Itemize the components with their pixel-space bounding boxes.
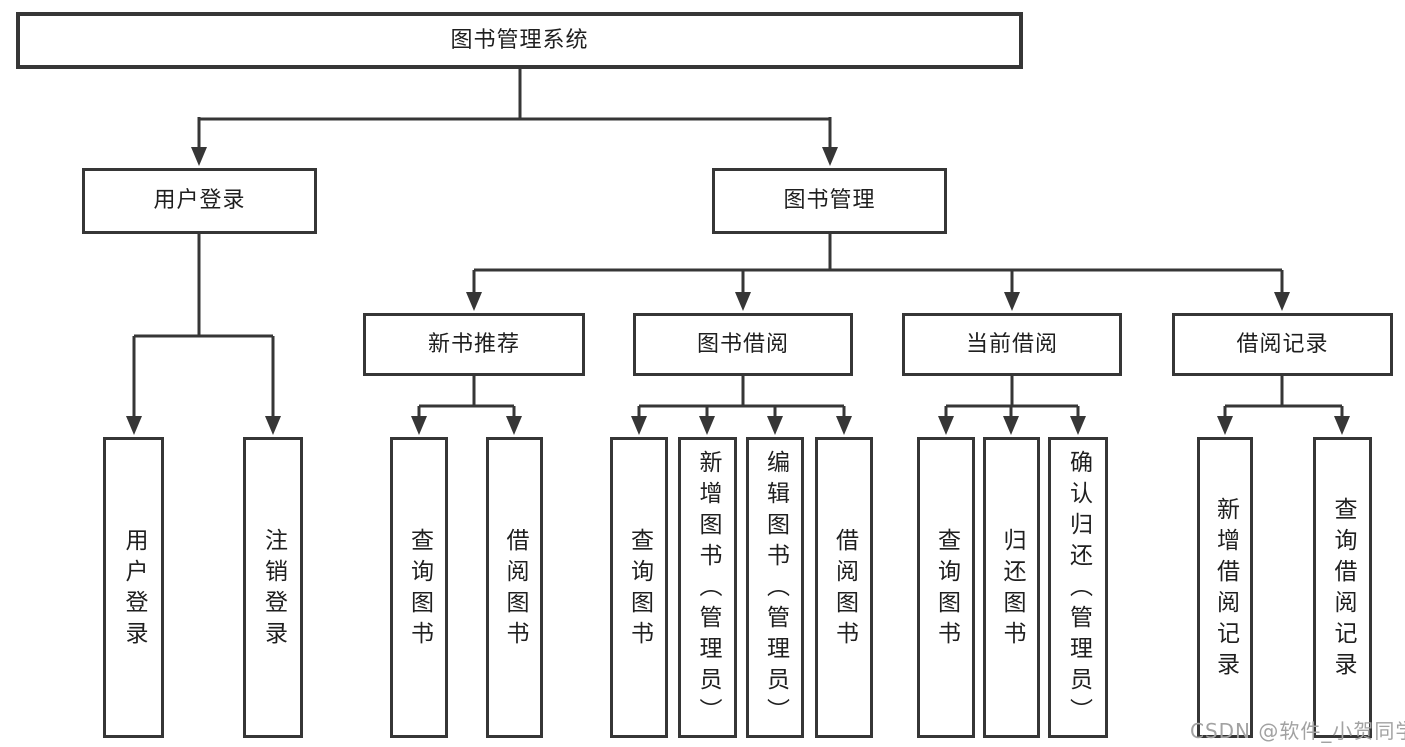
leaf-add-books-admin: 新增图书（管理员） — [678, 437, 737, 738]
node-library-management-system: 图书管理系统 — [16, 12, 1023, 69]
leaf-query-books-borrow: 查询图书 — [610, 437, 668, 738]
leaf-logout-login: 注销登录 — [243, 437, 303, 738]
node-book-management: 图书管理 — [712, 168, 947, 234]
leaf-confirm-return-admin: 确认归还（管理员） — [1048, 437, 1108, 738]
leaf-edit-books-admin: 编辑图书（管理员） — [746, 437, 804, 738]
leaf-add-borrow-record: 新增借阅记录 — [1197, 437, 1253, 738]
node-book-borrow: 图书借阅 — [633, 313, 853, 376]
leaf-borrow-books-recommend: 借阅图书 — [486, 437, 543, 738]
node-borrow-records: 借阅记录 — [1172, 313, 1393, 376]
leaf-user-login: 用户登录 — [103, 437, 164, 738]
leaf-borrow-books-borrow: 借阅图书 — [815, 437, 873, 738]
leaf-query-books-current: 查询图书 — [917, 437, 975, 738]
leaf-return-books: 归还图书 — [983, 437, 1040, 738]
node-user-login: 用户登录 — [82, 168, 317, 234]
leaf-query-books-recommend: 查询图书 — [390, 437, 448, 738]
leaf-query-borrow-record: 查询借阅记录 — [1313, 437, 1372, 738]
node-new-book-recommend: 新书推荐 — [363, 313, 585, 376]
connector-lines — [132, 69, 1344, 421]
watermark: CSDN @软件_小贺同学 — [1190, 719, 1405, 743]
node-current-borrow: 当前借阅 — [902, 313, 1122, 376]
